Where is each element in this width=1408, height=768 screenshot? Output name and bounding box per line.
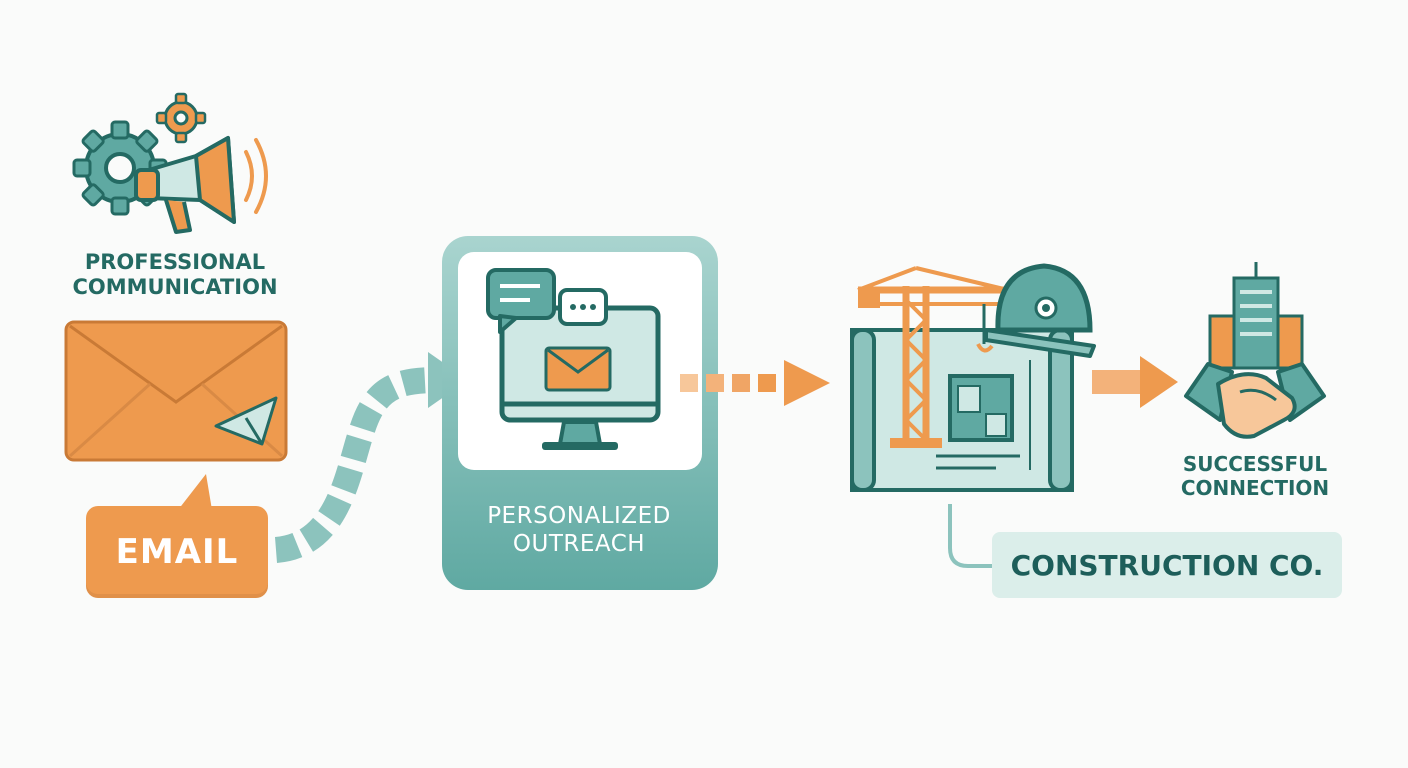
label-line: COMMUNICATION: [72, 275, 278, 300]
personalized-outreach-label: PERSONALIZED OUTREACH: [448, 503, 710, 558]
building-icon: [1208, 262, 1304, 370]
label-line: PERSONALIZED: [487, 503, 671, 529]
email-tag: EMAIL: [86, 506, 268, 598]
label-line: PROFESSIONAL: [84, 250, 266, 274]
connector-line: [948, 504, 992, 568]
solid-arrow: [1092, 356, 1178, 408]
label-line: CONNECTION: [1180, 476, 1330, 500]
hard-hat-icon: [984, 263, 1096, 358]
label-line: OUTREACH: [512, 530, 646, 557]
megaphone-icon: [134, 136, 268, 234]
paper-plane-icon: [214, 396, 278, 446]
crane-icon: [857, 266, 1009, 448]
monitor-icon: [499, 305, 661, 450]
label-line: SUCCESSFUL: [1182, 452, 1328, 476]
blueprint-icon: [850, 328, 1074, 492]
dashed-arrow: [680, 360, 830, 406]
chat-bubbles-icon: [486, 268, 608, 334]
curved-arrow: [274, 352, 468, 563]
construction-company-tag: CONSTRUCTION CO.: [992, 532, 1342, 598]
handshake-icon: [1184, 362, 1326, 439]
construction-label: CONSTRUCTION CO.: [1010, 548, 1324, 582]
email-label: EMAIL: [115, 532, 239, 572]
successful-connection-label: SUCCESSFUL CONNECTION: [1160, 452, 1350, 500]
email-tag-pointer: [178, 474, 212, 510]
professional-communication-label: PROFESSIONAL COMMUNICATION: [40, 250, 310, 300]
